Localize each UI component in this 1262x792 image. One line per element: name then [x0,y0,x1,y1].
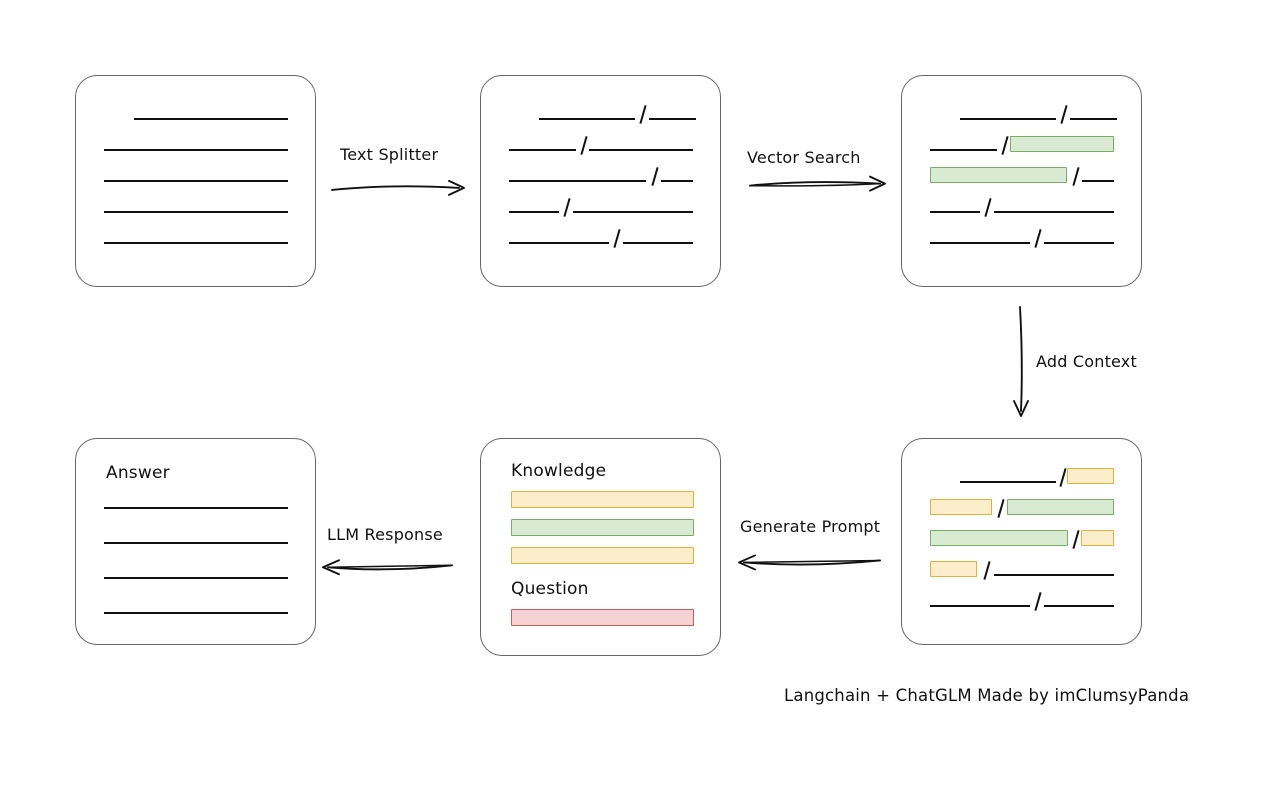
text-line [509,149,576,151]
node-title-answer: Answer [106,463,170,483]
text-line [1070,118,1117,120]
node-split-chunks [480,75,721,287]
text-line [509,242,609,244]
text-line [104,612,288,614]
slash-separator [984,198,992,217]
slash-separator [1034,229,1042,248]
node-vector-matched-chunks [901,75,1142,287]
text-line [960,118,1056,120]
text-line [930,211,980,213]
slash-separator [1000,136,1009,155]
text-line [994,211,1114,213]
arrow-add-context [1013,306,1029,417]
node-body-answer: Answer [76,439,315,644]
text-line [930,242,1030,244]
slash-separator [1071,530,1080,549]
text-line [1044,242,1114,244]
prompt-chip-yellow [511,547,694,564]
slash-separator [563,198,571,217]
text-line [539,118,635,120]
node-answer: Answer [75,438,316,645]
text-line [104,180,288,182]
text-line [134,118,288,120]
highlight-chip-green [1010,136,1114,152]
edge-label-add-context: Add Context [1036,352,1137,371]
highlight-chip-yellow [930,499,992,515]
prompt-chip-yellow [511,491,694,508]
text-line [930,605,1030,607]
arrow-text-splitter [331,179,465,196]
prompt-chip-green [511,519,694,536]
highlight-chip-green [930,530,1068,546]
edge-label-generate-prompt: Generate Prompt [740,517,881,536]
arrow-llm-response [322,559,453,576]
highlight-chip-yellow [1067,468,1114,484]
text-line [573,211,693,213]
text-line [509,211,559,213]
text-line [1082,180,1114,182]
slash-separator [1058,468,1067,487]
text-line [104,242,288,244]
text-line [994,574,1114,576]
edge-label-vector-search: Vector Search [747,148,861,167]
text-line [930,149,997,151]
slash-separator [579,136,588,155]
text-line [1044,605,1114,607]
text-line [649,118,696,120]
slash-separator [650,167,659,186]
edge-label-text-splitter: Text Splitter [340,145,439,164]
text-line [661,180,693,182]
node-context-added-chunks [901,438,1142,645]
highlight-chip-yellow [1081,530,1114,546]
text-line [104,211,288,213]
footer-credit: Langchain + ChatGLM Made by imClumsyPand… [784,686,1190,705]
arrow-generate-prompt [738,554,881,571]
node-source-document [75,75,316,287]
node-body-vector-matched-chunks [902,76,1141,286]
text-line [104,577,288,579]
text-line [960,481,1056,483]
slash-separator [996,499,1005,518]
text-line [104,507,288,509]
text-line [589,149,693,151]
slash-separator [639,105,647,124]
edge-label-llm-response: LLM Response [327,525,443,544]
slash-separator [982,561,991,580]
slash-separator [1034,592,1042,611]
highlight-chip-yellow [930,561,977,577]
node-body-split-chunks [481,76,720,286]
slash-separator [1071,167,1080,186]
highlight-chip-green [930,167,1067,183]
node-body-context-added-chunks [902,439,1141,644]
arrow-vector-search [749,175,886,192]
prompt-chip-red [511,609,694,626]
slash-separator [613,229,621,248]
text-line [104,149,288,151]
text-line [104,542,288,544]
text-line [509,180,646,182]
node-body-source-document [76,76,315,286]
slash-separator [1060,105,1068,124]
highlight-chip-green [1007,499,1114,515]
text-line [623,242,693,244]
section-heading-question: Question [511,579,589,599]
section-heading-knowledge: Knowledge [511,461,607,481]
